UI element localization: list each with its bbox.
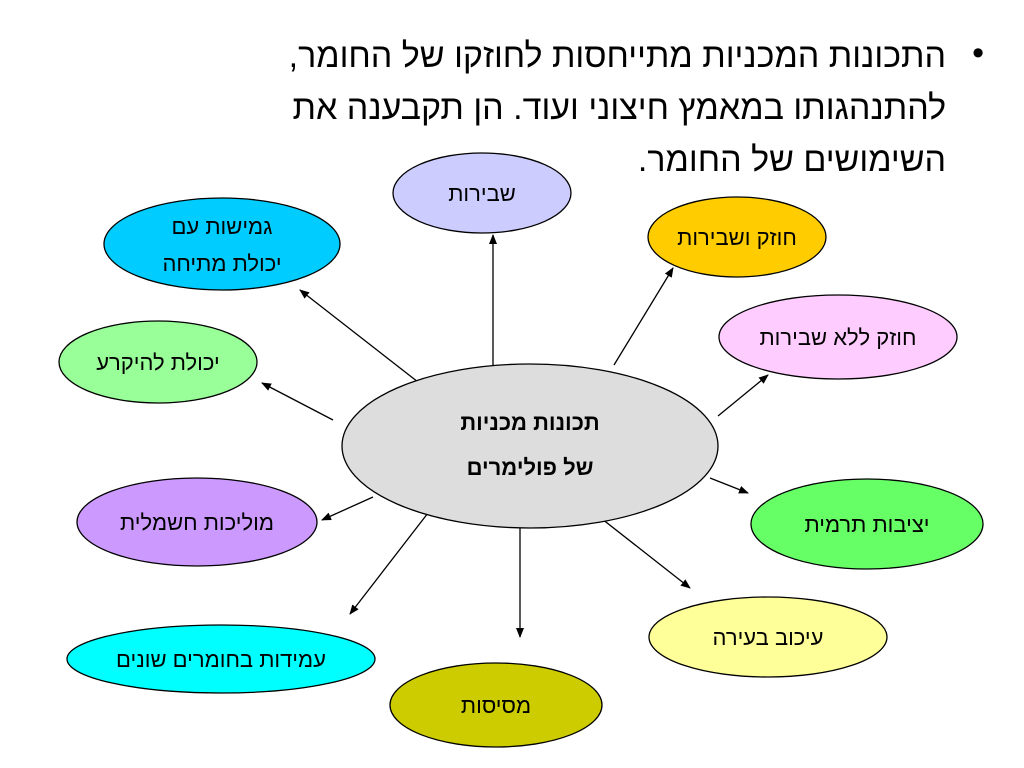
arrow-to-hozek-shvirut xyxy=(613,267,674,366)
node-hozek-shvirut-ellipse xyxy=(647,196,827,278)
bullet-line-2: להתנהגותו במאמץ חיצוני ועוד. הן תקבענה א… xyxy=(292,89,947,127)
node-amidut: עמידות בחומרים שונים xyxy=(66,624,376,694)
center-node: תכונות מכניות של פולימרים xyxy=(341,363,719,529)
node-molichut: מוליכות חשמלית xyxy=(76,477,318,567)
node-yecholet-label: יכולת להיקרע xyxy=(96,350,219,375)
node-hozek-shvirut-label: חוזק ושבירות xyxy=(677,225,797,250)
node-yetzivut-label: יציבות תרמית xyxy=(804,512,929,537)
node-hozek-lelo-label: חוזק ללא שבירות xyxy=(759,325,916,350)
node-shvirut: שבירות xyxy=(392,152,572,234)
node-shvirut-ellipse xyxy=(392,152,572,234)
node-gmishut-ellipse xyxy=(103,197,341,291)
arrow-to-yecholet xyxy=(261,382,334,421)
node-hozek-lelo: חוזק ללא שבירות xyxy=(718,294,958,380)
node-ikuv-label: עיכוב בעירה xyxy=(713,625,824,650)
bullet-line-1: התכונות המכניות מתייחסות לחוזקו של החומר… xyxy=(288,37,947,75)
node-misisut-label: מסיסות xyxy=(461,693,531,718)
center-label-line-1: תכונות מכניות xyxy=(460,410,599,435)
bullet-line-3: השימושים של החומר. xyxy=(637,141,947,179)
node-misisut-ellipse xyxy=(389,662,603,748)
node-gmishut-label-line-1: גמישות עם xyxy=(172,214,273,239)
bullet-text: התכונות המכניות מתייחסות לחוזקו של החומר… xyxy=(289,30,946,186)
arrow-to-gmishut xyxy=(299,289,419,383)
bullet-paragraph: • התכונות המכניות מתייחסות לחוזקו של החו… xyxy=(84,30,984,186)
center-ellipse xyxy=(341,363,719,529)
bullet-dot: • xyxy=(972,34,984,72)
node-yecholet: יכולת להיקרע xyxy=(58,320,258,404)
node-amidut-label: עמידות בחומרים שונים xyxy=(116,647,326,672)
node-hozek-lelo-ellipse xyxy=(718,294,958,380)
center-label-line-2: של פולימרים xyxy=(467,455,594,480)
arrow-to-amidut xyxy=(349,512,429,615)
arrow-to-yetzivut xyxy=(709,477,749,494)
node-ikuv-ellipse xyxy=(648,596,888,678)
node-hozek-shvirut: חוזק ושבירות xyxy=(647,196,827,278)
node-gmishut: גמישות עם יכולת מתיחה xyxy=(103,197,341,291)
node-yetzivut: יציבות תרמית xyxy=(750,478,984,570)
node-amidut-ellipse xyxy=(66,624,376,694)
arrow-to-molichut xyxy=(321,496,374,521)
node-misisut: מסיסות xyxy=(389,662,603,748)
arrow-to-ikuv xyxy=(596,514,691,589)
node-yetzivut-ellipse xyxy=(750,478,984,570)
node-gmishut-label-line-2: יכולת מתיחה xyxy=(162,251,281,276)
node-molichut-label: מוליכות חשמלית xyxy=(120,510,274,535)
node-yecholet-ellipse xyxy=(58,320,258,404)
arrow-to-hozek-lelo xyxy=(717,374,769,417)
node-ikuv: עיכוב בעירה xyxy=(648,596,888,678)
node-shvirut-label: שבירות xyxy=(448,181,516,206)
node-molichut-ellipse xyxy=(76,477,318,567)
